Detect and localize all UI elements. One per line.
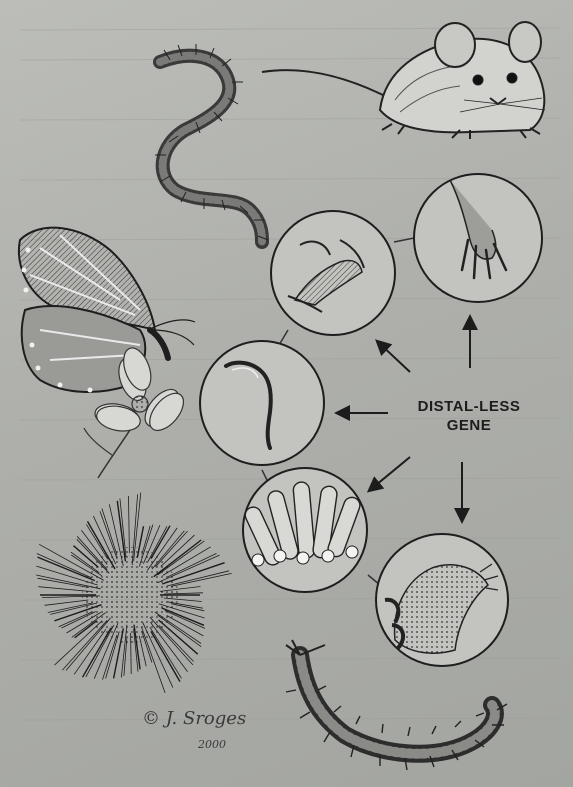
urchin-spine bbox=[152, 531, 184, 569]
urchin-spine bbox=[171, 573, 232, 586]
magnified-circle-butterfly-leg bbox=[271, 211, 395, 335]
signature-name: J. Sroges bbox=[166, 708, 246, 729]
artist-signature: © J. Sroges bbox=[142, 708, 246, 729]
urchin-spine bbox=[102, 509, 117, 556]
urchin-spine bbox=[37, 554, 92, 578]
signature-copyright-icon: © bbox=[142, 708, 160, 729]
gene-label-line1: DISTAL-LESS bbox=[394, 397, 544, 416]
urchin-spine bbox=[55, 621, 103, 665]
gene-label-line2: GENE bbox=[394, 416, 544, 435]
magnified-circle-worm-parapodium bbox=[376, 534, 508, 666]
signature-year: 2000 bbox=[198, 738, 226, 751]
butterfly-drawing bbox=[19, 228, 195, 393]
urchin-spine bbox=[45, 600, 89, 605]
magnified-circle-centipede-leg bbox=[200, 341, 324, 465]
distal-less-gene-label: DISTAL-LESS GENE bbox=[394, 397, 544, 435]
urchin-spine bbox=[86, 625, 114, 677]
mouse-drawing bbox=[262, 22, 545, 139]
magnified-circle-mouse-foot bbox=[414, 174, 542, 302]
arrow-to-tube-feet bbox=[370, 457, 410, 490]
urchin-spine bbox=[129, 496, 130, 553]
magnified-circle-tube-feet bbox=[243, 468, 367, 592]
urchin-spine bbox=[81, 530, 107, 564]
marine-worm-drawing bbox=[286, 640, 507, 770]
sea-urchin-drawing bbox=[36, 493, 232, 693]
arrow-to-butterfly-leg bbox=[378, 342, 410, 372]
centipede-drawing bbox=[155, 44, 268, 242]
urchin-spine bbox=[86, 524, 108, 559]
